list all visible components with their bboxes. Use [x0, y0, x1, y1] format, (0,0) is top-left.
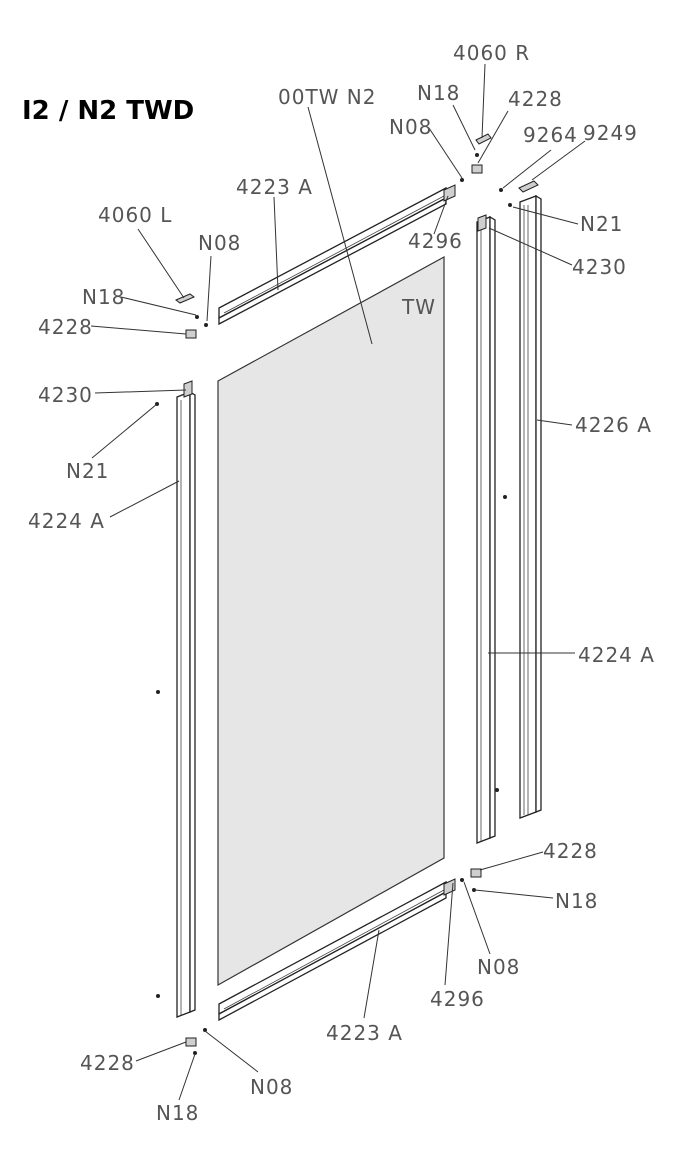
label-cap-right: 4060 R — [453, 41, 530, 65]
label-bottom-rail: 4223 A — [326, 1021, 403, 1045]
leader-lines — [90, 63, 586, 1101]
label-n18-bottom-right: N18 — [555, 889, 598, 913]
wall-profile — [519, 194, 542, 819]
label-stop-right: 4230 — [572, 255, 627, 279]
glass-panel — [217, 255, 445, 987]
part-labels: 00TW N2 TW 4223 A 4060 L N08 N18 4228 40… — [28, 41, 655, 1125]
label-n18-top-right: N18 — [417, 81, 460, 105]
label-end-cap-bottom: 4296 — [430, 987, 485, 1011]
label-n21-right: N21 — [580, 212, 623, 236]
label-n18-bottom-left: N18 — [156, 1101, 199, 1125]
label-part-9249: 9249 — [583, 121, 638, 145]
label-glass-mark: TW — [401, 295, 436, 319]
bottom-rail — [218, 878, 456, 1022]
label-n08-bottom-right: N08 — [477, 955, 520, 979]
left-profile — [176, 380, 196, 1018]
label-n08-top-right: N08 — [389, 115, 432, 139]
label-glass-panel: 00TW N2 — [278, 85, 376, 109]
label-part-9264: 9264 — [523, 123, 578, 147]
label-bracket-bottom-left: 4228 — [80, 1051, 135, 1075]
top-rail — [218, 184, 456, 326]
right-profile — [476, 214, 496, 844]
label-cap-left: 4060 L — [98, 203, 172, 227]
label-wall-profile: 4226 A — [575, 413, 652, 437]
diagram-title: I2 / N2 TWD — [22, 96, 194, 126]
label-left-profile: 4224 A — [28, 509, 105, 533]
label-stop-left: 4230 — [38, 383, 93, 407]
label-top-rail: 4223 A — [236, 175, 313, 199]
label-bracket-bottom-right: 4228 — [543, 839, 598, 863]
label-n08-top-left: N08 — [198, 231, 241, 255]
label-n21-left: N21 — [66, 459, 109, 483]
label-bracket-top-left: 4228 — [38, 315, 93, 339]
label-n08-bottom-left: N08 — [250, 1075, 293, 1099]
label-right-profile: 4224 A — [578, 643, 655, 667]
label-n18-top-left: N18 — [82, 285, 125, 309]
label-bracket-top-right: 4228 — [508, 87, 563, 111]
label-end-cap-top: 4296 — [408, 229, 463, 253]
